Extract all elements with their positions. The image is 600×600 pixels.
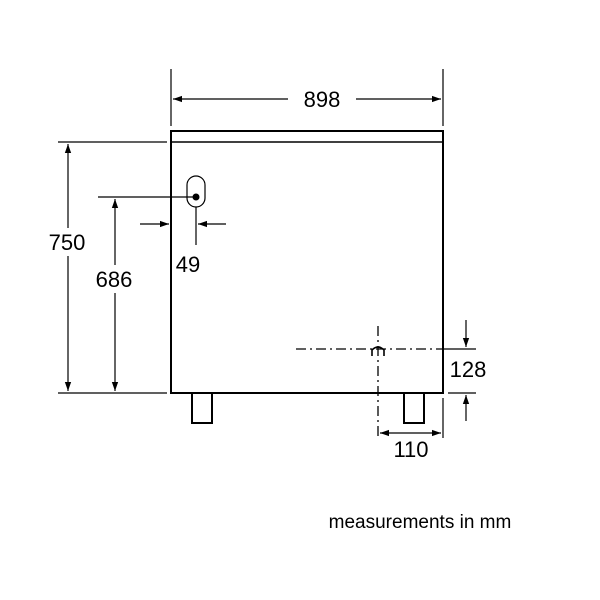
width-label: 898 (304, 87, 341, 112)
appliance-body (170, 130, 444, 394)
drain-offset-label: 110 (393, 437, 428, 462)
connection-offset-label: 49 (176, 252, 200, 277)
drain-connection-icon (371, 346, 385, 356)
drain-connection (296, 326, 443, 438)
units-note: measurements in mm (329, 512, 512, 533)
connection-height-label: 686 (96, 267, 133, 292)
right-foot (403, 392, 425, 424)
drain-height-dimension: 128 (443, 320, 486, 421)
drain-offset-dimension: 110 (380, 398, 444, 462)
drain-height-label: 128 (450, 357, 487, 382)
total-height-label: 750 (49, 230, 86, 255)
total-height-dimension: 750 (46, 141, 167, 394)
width-dimension: 898 (170, 69, 444, 126)
connection-height-dimension: 686 (93, 196, 193, 391)
left-foot (191, 392, 213, 424)
connection-offset-dimension: 49 (140, 207, 226, 277)
